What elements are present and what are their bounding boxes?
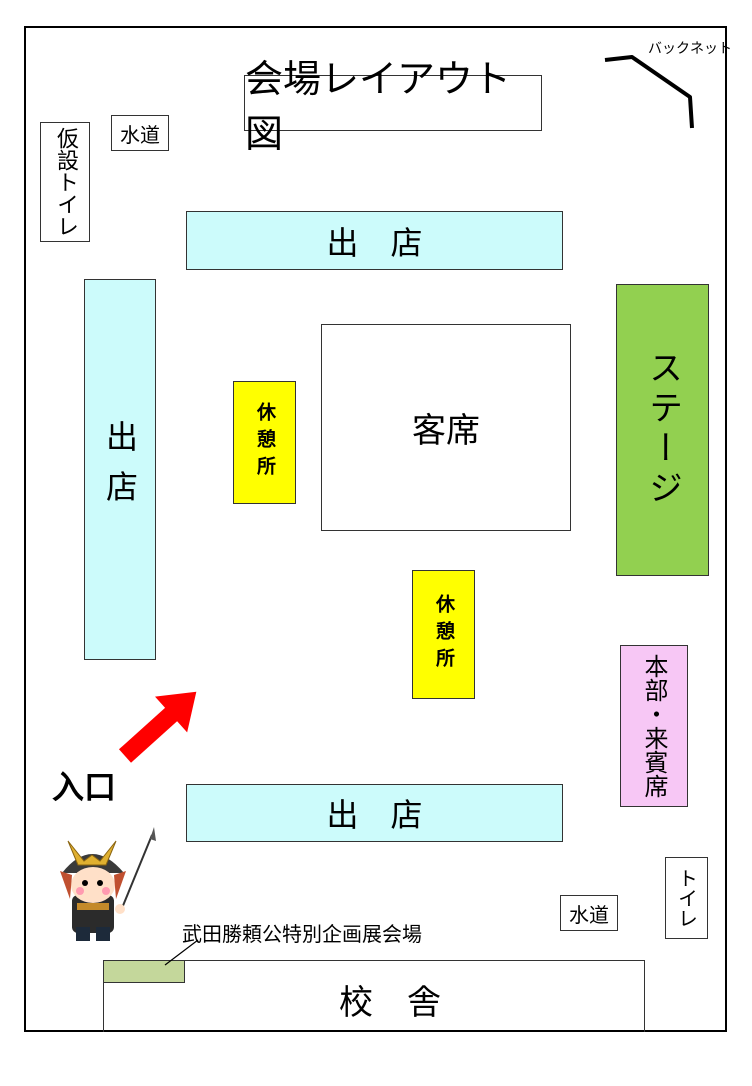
rest-area-upper: 休憩所: [233, 381, 296, 504]
seating-area: 客席: [321, 324, 571, 531]
exhibition-label: 武田勝頼公特別企画展会場: [182, 922, 422, 946]
temporary-toilet: 仮設トイレ: [40, 122, 90, 242]
school-label: 校 舎: [339, 983, 441, 1023]
water-tap-top: 水道: [111, 115, 169, 151]
page-title: 会場レイアウト図: [244, 57, 542, 156]
entrance-label: 入口: [52, 768, 117, 806]
stall-top: 出 店: [186, 211, 563, 270]
stage: ステージ: [616, 284, 709, 576]
toilet: トイレ: [665, 857, 708, 939]
stall-bottom: 出 店: [186, 784, 563, 842]
water-tap-bottom: 水道: [560, 895, 618, 931]
stall-left: 出店: [84, 279, 156, 660]
school-building: [103, 960, 645, 1032]
venue-boundary: [24, 26, 727, 1032]
rest-area-lower: 休憩所: [412, 570, 475, 699]
backnet-label: バックネット: [648, 41, 732, 57]
headquarters-guest-seats: 本部・来賓席: [620, 645, 688, 807]
